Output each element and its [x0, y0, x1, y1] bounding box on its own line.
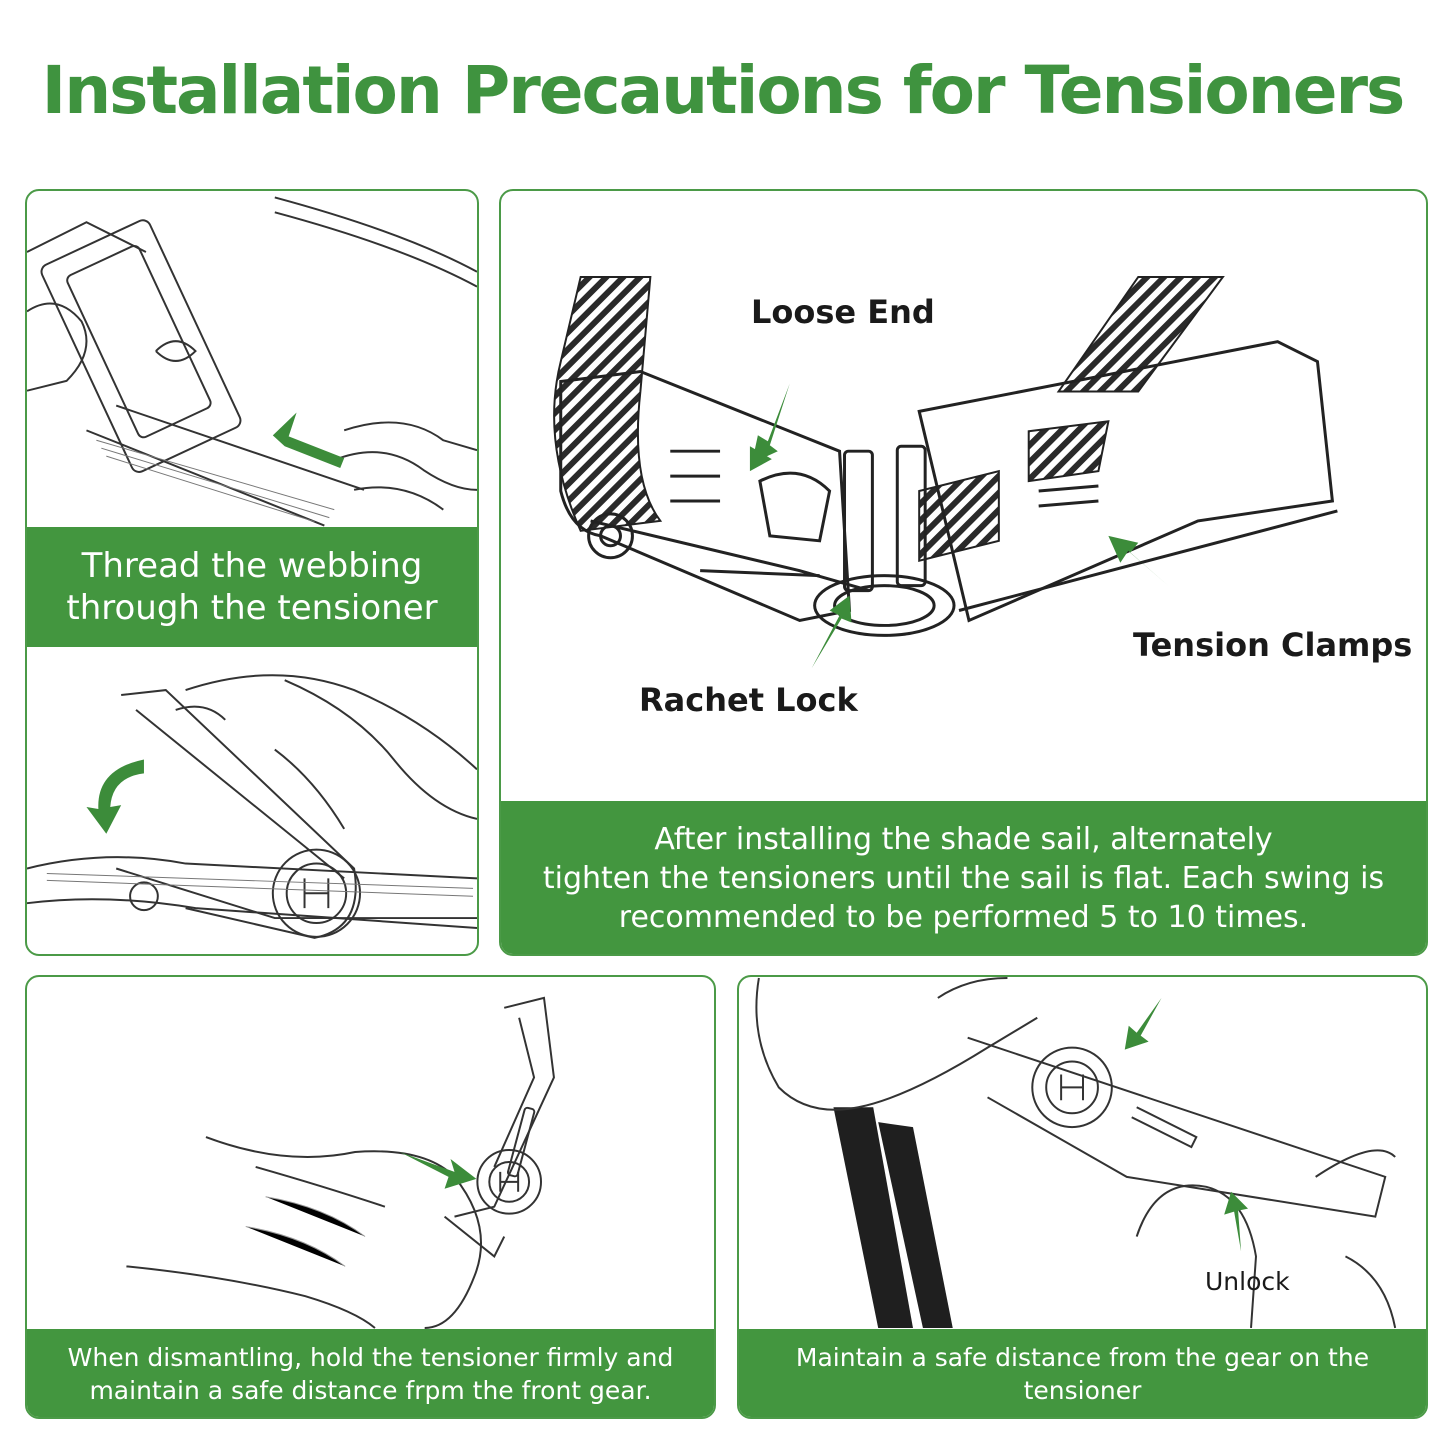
panel-gear-distance: Unlock Maintain a safe distance from the… — [737, 975, 1428, 1419]
dismantle-caption-line2: maintain a safe distance frpm the front … — [89, 1376, 652, 1405]
gear-caption-line1: Maintain a safe distance from the gear o… — [795, 1343, 1370, 1372]
arrow-icon — [272, 412, 345, 469]
tighten-caption-banner: After installing the shade sail, alterna… — [501, 801, 1426, 954]
curved-arrow-icon — [86, 759, 144, 834]
page-title: Installation Precautions for Tensioners — [41, 52, 1406, 129]
panel-thread-webbing: Thread the webbing through the tensioner — [25, 189, 479, 956]
label-unlock: Unlock — [1205, 1267, 1290, 1296]
gear-caption-line2: tensioner — [1023, 1376, 1142, 1405]
dismantle-illustration — [126, 996, 555, 1329]
arrow-icon — [1124, 997, 1162, 1050]
ratchet-lever-illustration — [27, 674, 477, 939]
dismantle-caption-line1: When dismantling, hold the tensioner fir… — [67, 1343, 674, 1372]
thread-webbing-illustration — [27, 196, 477, 527]
arrow-icon — [1224, 1191, 1249, 1252]
arrow-icon — [749, 383, 788, 472]
tighten-caption-line3: recommended to be performed 5 to 10 time… — [618, 900, 1309, 935]
dismantle-caption-banner: When dismantling, hold the tensioner fir… — [27, 1329, 714, 1417]
arrow-icon — [1108, 535, 1169, 586]
panel-tensioner-diagram: Loose End Tension Clamps Rachet Lock Aft… — [499, 189, 1428, 956]
tighten-caption-line1: After installing the shade sail, alterna… — [654, 822, 1273, 857]
thread-caption-banner: Thread the webbing through the tensioner — [27, 527, 477, 647]
gear-distance-illustration — [755, 977, 1397, 1329]
thread-caption-line1: Thread the webbing — [81, 546, 423, 586]
label-tension-clamps: Tension Clamps — [1133, 626, 1413, 664]
tighten-caption-line2: tighten the tensioners until the sail is… — [542, 861, 1385, 896]
tensioner-diagram-illustration — [553, 275, 1338, 669]
thread-caption-line2: through the tensioner — [66, 588, 438, 628]
arrow-icon — [811, 595, 852, 669]
arrow-icon — [751, 383, 790, 464]
arrow-icon — [399, 1152, 477, 1189]
gear-caption-banner: Maintain a safe distance from the gear o… — [739, 1329, 1426, 1417]
panel-dismantle: When dismantling, hold the tensioner fir… — [25, 975, 716, 1419]
label-loose-end: Loose End — [751, 293, 935, 331]
label-rachet-lock: Rachet Lock — [639, 681, 858, 719]
